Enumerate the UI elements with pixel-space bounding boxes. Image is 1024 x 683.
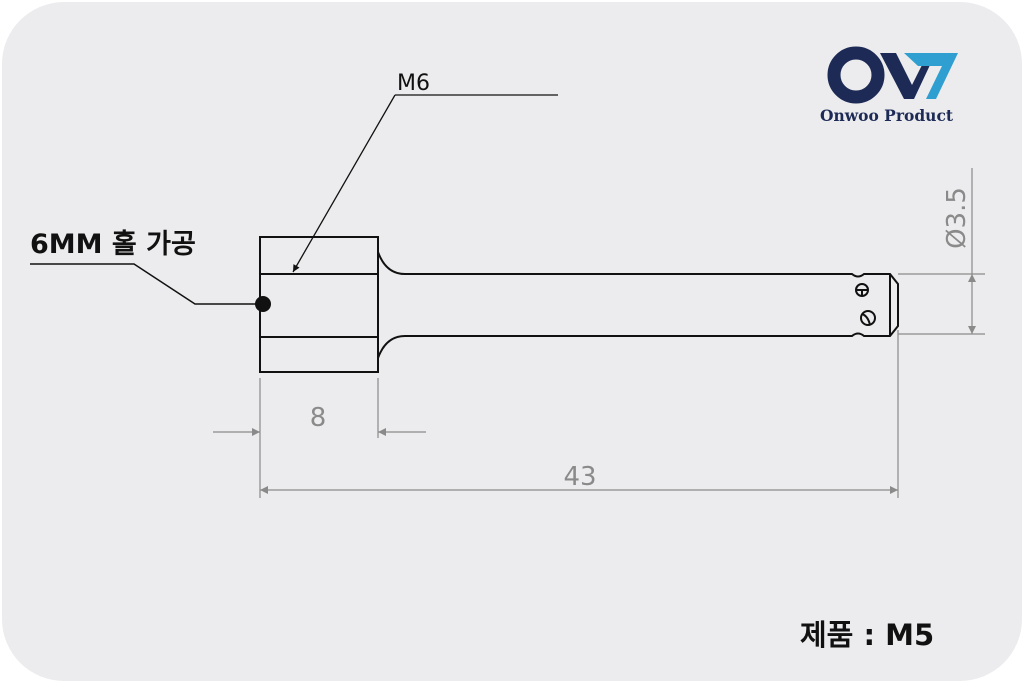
m6-leader: M6 [292,71,558,273]
m6-label: M6 [397,71,430,96]
dim-diameter: Ø3.5 [942,187,972,249]
product-label: 제품 : M5 [800,618,934,652]
callout-dot [255,296,271,312]
logo: Onwoo Product [820,46,958,125]
part-outline [259,236,899,373]
hole-callout-label: 6MM 홀 가공 [30,229,196,260]
hole-callout: 6MM 홀 가공 [30,229,271,312]
dim-total-length: 43 [563,462,596,492]
dimension-lines [213,168,985,498]
dim-head-length: 8 [310,403,327,433]
logo-text: Onwoo Product [820,106,954,125]
